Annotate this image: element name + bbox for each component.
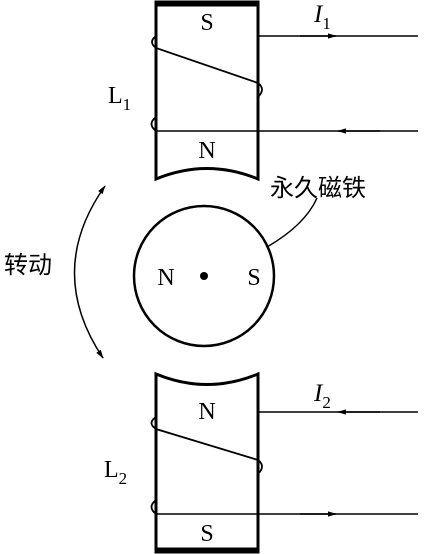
top-pole-n: N bbox=[198, 138, 215, 164]
rotor-pole-n: N bbox=[157, 265, 174, 291]
current-i1-letter: I bbox=[313, 1, 324, 28]
rotor-label: 永久磁铁 bbox=[270, 174, 366, 202]
coil-l1-label: L1 bbox=[108, 83, 131, 114]
rotation-indicator: 转动 bbox=[4, 185, 106, 359]
current-i1-sub: 1 bbox=[322, 14, 331, 33]
rotor: N S 永久磁铁 bbox=[132, 174, 366, 348]
top-coil-winding bbox=[150, 35, 263, 132]
coil-l2-letter: L bbox=[104, 457, 119, 483]
rotor-pole-s: S bbox=[247, 265, 260, 291]
current-i1-label: I1 bbox=[313, 1, 331, 33]
rotor-axle bbox=[200, 272, 208, 280]
rotation-arc bbox=[73, 185, 106, 359]
current-i2-label: I2 bbox=[313, 380, 331, 412]
bottom-coil-winding bbox=[150, 416, 263, 515]
bottom-pole-s: S bbox=[200, 521, 213, 547]
bottom-electromagnet: N S L2 I2 bbox=[104, 371, 418, 554]
bottom-pole-n: N bbox=[198, 399, 215, 425]
top-pole-s: S bbox=[200, 10, 213, 36]
rotor-label-leader bbox=[266, 197, 318, 248]
rotation-label: 转动 bbox=[4, 251, 52, 279]
top-core bbox=[154, 0, 260, 182]
top-electromagnet: S N L1 I1 bbox=[108, 0, 418, 182]
coil-l2-sub: 2 bbox=[119, 469, 128, 488]
coil-l1-letter: L bbox=[108, 83, 123, 109]
bottom-core bbox=[154, 371, 260, 554]
current-i2-letter: I bbox=[313, 380, 324, 407]
current-i2-sub: 2 bbox=[322, 393, 331, 412]
coil-l2-label: L2 bbox=[104, 457, 127, 488]
coil-l1-sub: 1 bbox=[123, 95, 132, 114]
